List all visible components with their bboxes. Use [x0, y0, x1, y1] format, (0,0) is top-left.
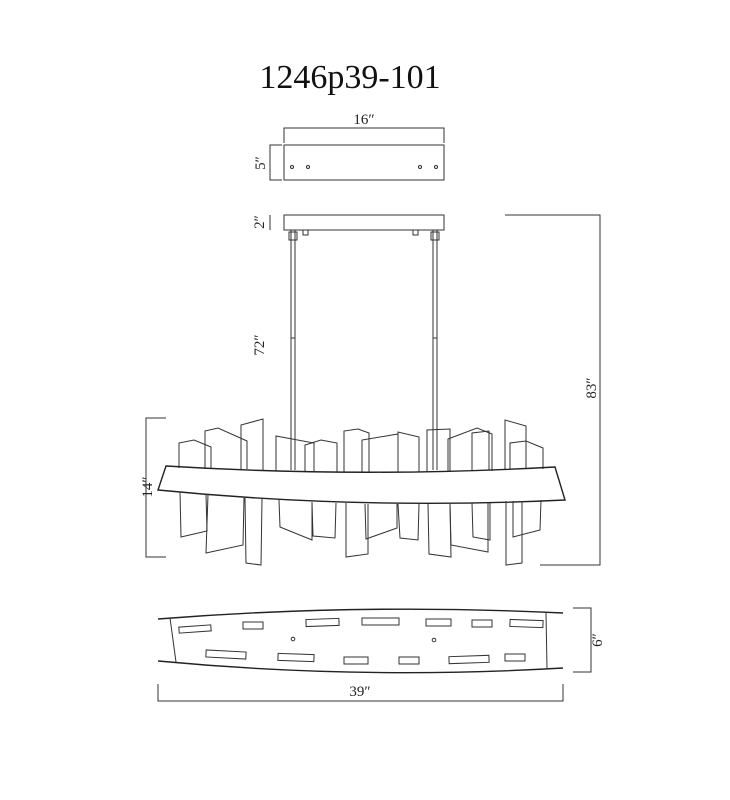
fixture-width-label: 39″ — [349, 684, 370, 700]
canopy-depth-label: 5″ — [253, 156, 269, 170]
canopy-width-label: 16″ — [353, 112, 374, 128]
fixture-height-label: 14″ — [140, 476, 156, 497]
canopy-top-view — [269, 127, 445, 181]
fixture-side-view — [145, 214, 601, 566]
rod-length-label: 72″ — [252, 334, 268, 355]
fixture-bottom-view — [157, 607, 592, 702]
model-number-title: 1246p39-101 — [259, 59, 440, 96]
overall-height-label: 83″ — [584, 377, 600, 398]
fixture-depth-label: 6″ — [590, 633, 606, 647]
canopy-height-label: 2″ — [252, 215, 268, 229]
